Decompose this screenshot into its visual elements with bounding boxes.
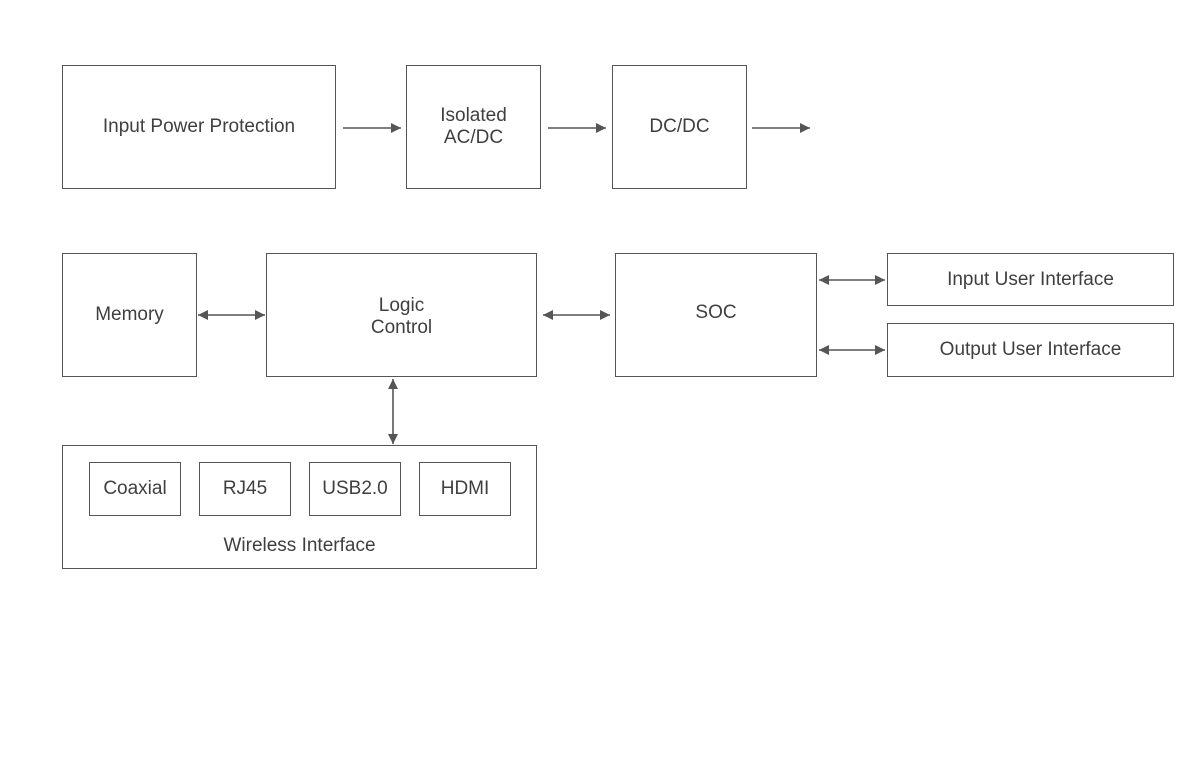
soc-block: SOC [615,253,817,377]
input-user-interface-block: Input User Interface [887,253,1174,306]
output-user-interface-block: Output User Interface [887,323,1174,377]
dcdc-block: DC/DC [612,65,747,189]
port-hdmi: HDMI [419,462,511,516]
port-usb-label: USB2.0 [322,478,388,499]
wireless-interface-label: Wireless Interface [223,535,376,556]
isolated-acdc-label: Isolated AC/DC [440,105,507,148]
port-rj45: RJ45 [199,462,291,516]
input-power-protection-label: Input Power Protection [102,116,296,137]
input-power-protection-block: Input Power Protection [62,65,336,189]
port-coaxial-label: Coaxial [103,478,167,499]
logic-control-block: Logic Control [266,253,537,377]
port-coaxial: Coaxial [89,462,181,516]
input-user-interface-label: Input User Interface [947,268,1114,290]
output-user-interface-label: Output User Interface [939,339,1122,360]
port-rj45-label: RJ45 [222,478,268,499]
dcdc-label: DC/DC [649,116,710,137]
memory-label: Memory [95,304,164,325]
port-hdmi-label: HDMI [440,478,490,499]
port-usb: USB2.0 [309,462,401,516]
memory-block: Memory [62,253,197,377]
logic-control-label: Logic Control [370,295,433,338]
soc-label: SOC [695,302,737,323]
isolated-acdc-block: Isolated AC/DC [406,65,541,189]
